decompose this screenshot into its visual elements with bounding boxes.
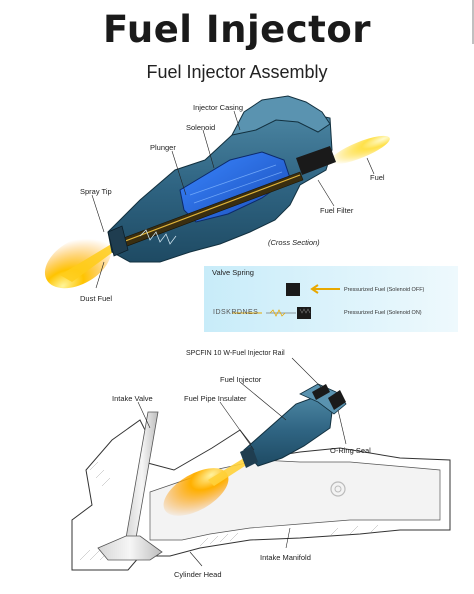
intake-valve-head <box>97 535 163 561</box>
bottom-injector <box>240 383 347 468</box>
injector-casing <box>231 95 331 136</box>
label-dust-fuel: Dust Fuel <box>80 294 113 303</box>
bottom-injector-tip <box>240 446 258 468</box>
top-leader-lines <box>91 110 375 289</box>
label-pressurized-off: Pressurized Fuel (Solenoid OFF) <box>344 287 425 293</box>
label-valve-spring: Valve Spring <box>212 268 254 277</box>
label-fuel-injector: Fuel Injector <box>220 375 262 384</box>
o-ring <box>328 390 346 410</box>
label-fuel-filter: Fuel Filter <box>320 206 354 215</box>
left-spray-stream <box>60 240 120 282</box>
fuel-filter <box>296 146 336 175</box>
page-title: Fuel Injector <box>102 8 372 51</box>
label-plunger: Plunger <box>150 143 176 152</box>
bottom-leader-lines <box>137 357 347 567</box>
label-intake-manifold: Intake Manifold <box>260 553 311 562</box>
label-cross-section: (Cross Section) <box>268 238 320 247</box>
top-injector-illustration <box>44 95 390 289</box>
fuel-inlet-glow <box>330 135 390 165</box>
swirl-mark <box>330 481 346 497</box>
label-fuel-injector-rail: SPCFIN 10 W-Fuel Injector Rail <box>186 350 285 357</box>
fuel-arrow-off <box>310 284 340 294</box>
label-panel-code: IDSKRDNES <box>213 309 259 316</box>
inner-spring <box>139 229 177 245</box>
spray-tip <box>107 225 129 257</box>
label-solenoid: Solenoid <box>186 123 216 132</box>
bottom-injector-body <box>243 395 333 467</box>
fuel-rail-stub <box>312 384 330 400</box>
label-spray-tip: Spray Tip <box>80 187 112 196</box>
label-fuel-pipe-insulater: Fuel Pipe Insulater <box>184 394 247 403</box>
label-o-ring-seal: O-Ring Seal <box>330 446 371 455</box>
label-cylinder-head: Cylinder Head <box>174 570 222 579</box>
scrollbar-edge <box>472 0 474 44</box>
label-pressurized-on: Pressurized Fuel (Solenoid ON) <box>344 310 422 316</box>
label-intake-valve: Intake Valve <box>112 394 153 403</box>
engine-cutaway <box>71 411 451 571</box>
left-spray-cone <box>44 235 112 289</box>
label-fuel: Fuel <box>370 173 385 182</box>
plunger-off-block <box>286 283 300 296</box>
page-subtitle: Fuel Injector Assembly <box>146 62 328 82</box>
valve-spring-panel <box>204 266 458 332</box>
label-injector-casing: Injector Casing <box>193 103 244 112</box>
